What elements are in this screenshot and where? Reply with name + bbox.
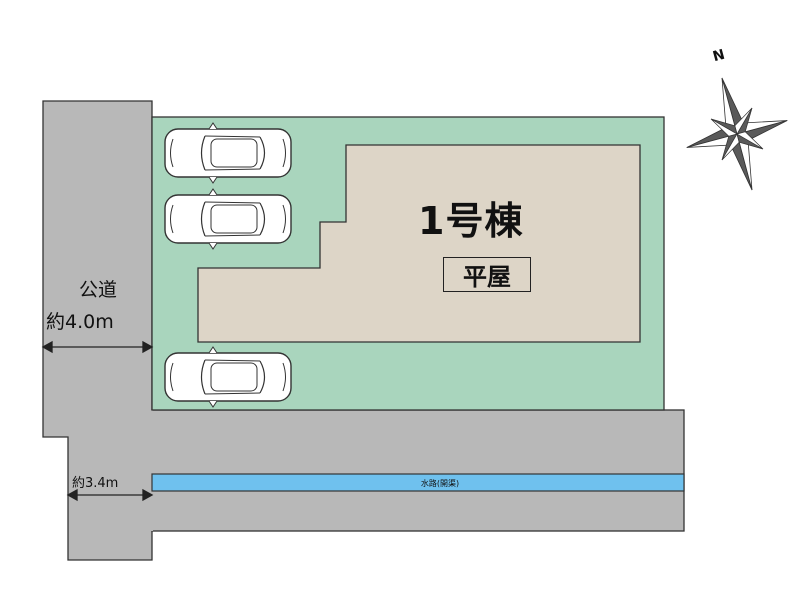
building-type-label: 平屋 xyxy=(443,257,531,292)
waterway xyxy=(151,473,685,492)
building-name: 1号棟 xyxy=(418,199,524,243)
dimension-arrow-west-road xyxy=(41,340,154,354)
compass-rose-icon xyxy=(686,77,788,191)
car-1 xyxy=(164,122,292,184)
car-3 xyxy=(164,346,292,408)
building-footprint xyxy=(197,144,641,343)
road-width-label: 約4.0m xyxy=(46,311,114,333)
road-name-label: 公道 xyxy=(78,279,117,301)
south-road-width-label: 約3.4m xyxy=(72,476,119,491)
west-road xyxy=(42,100,153,561)
south-road xyxy=(151,409,685,532)
waterway-label: 水路(開渠) xyxy=(420,479,460,488)
dimension-arrow-south xyxy=(66,488,154,502)
car-2 xyxy=(164,188,292,250)
